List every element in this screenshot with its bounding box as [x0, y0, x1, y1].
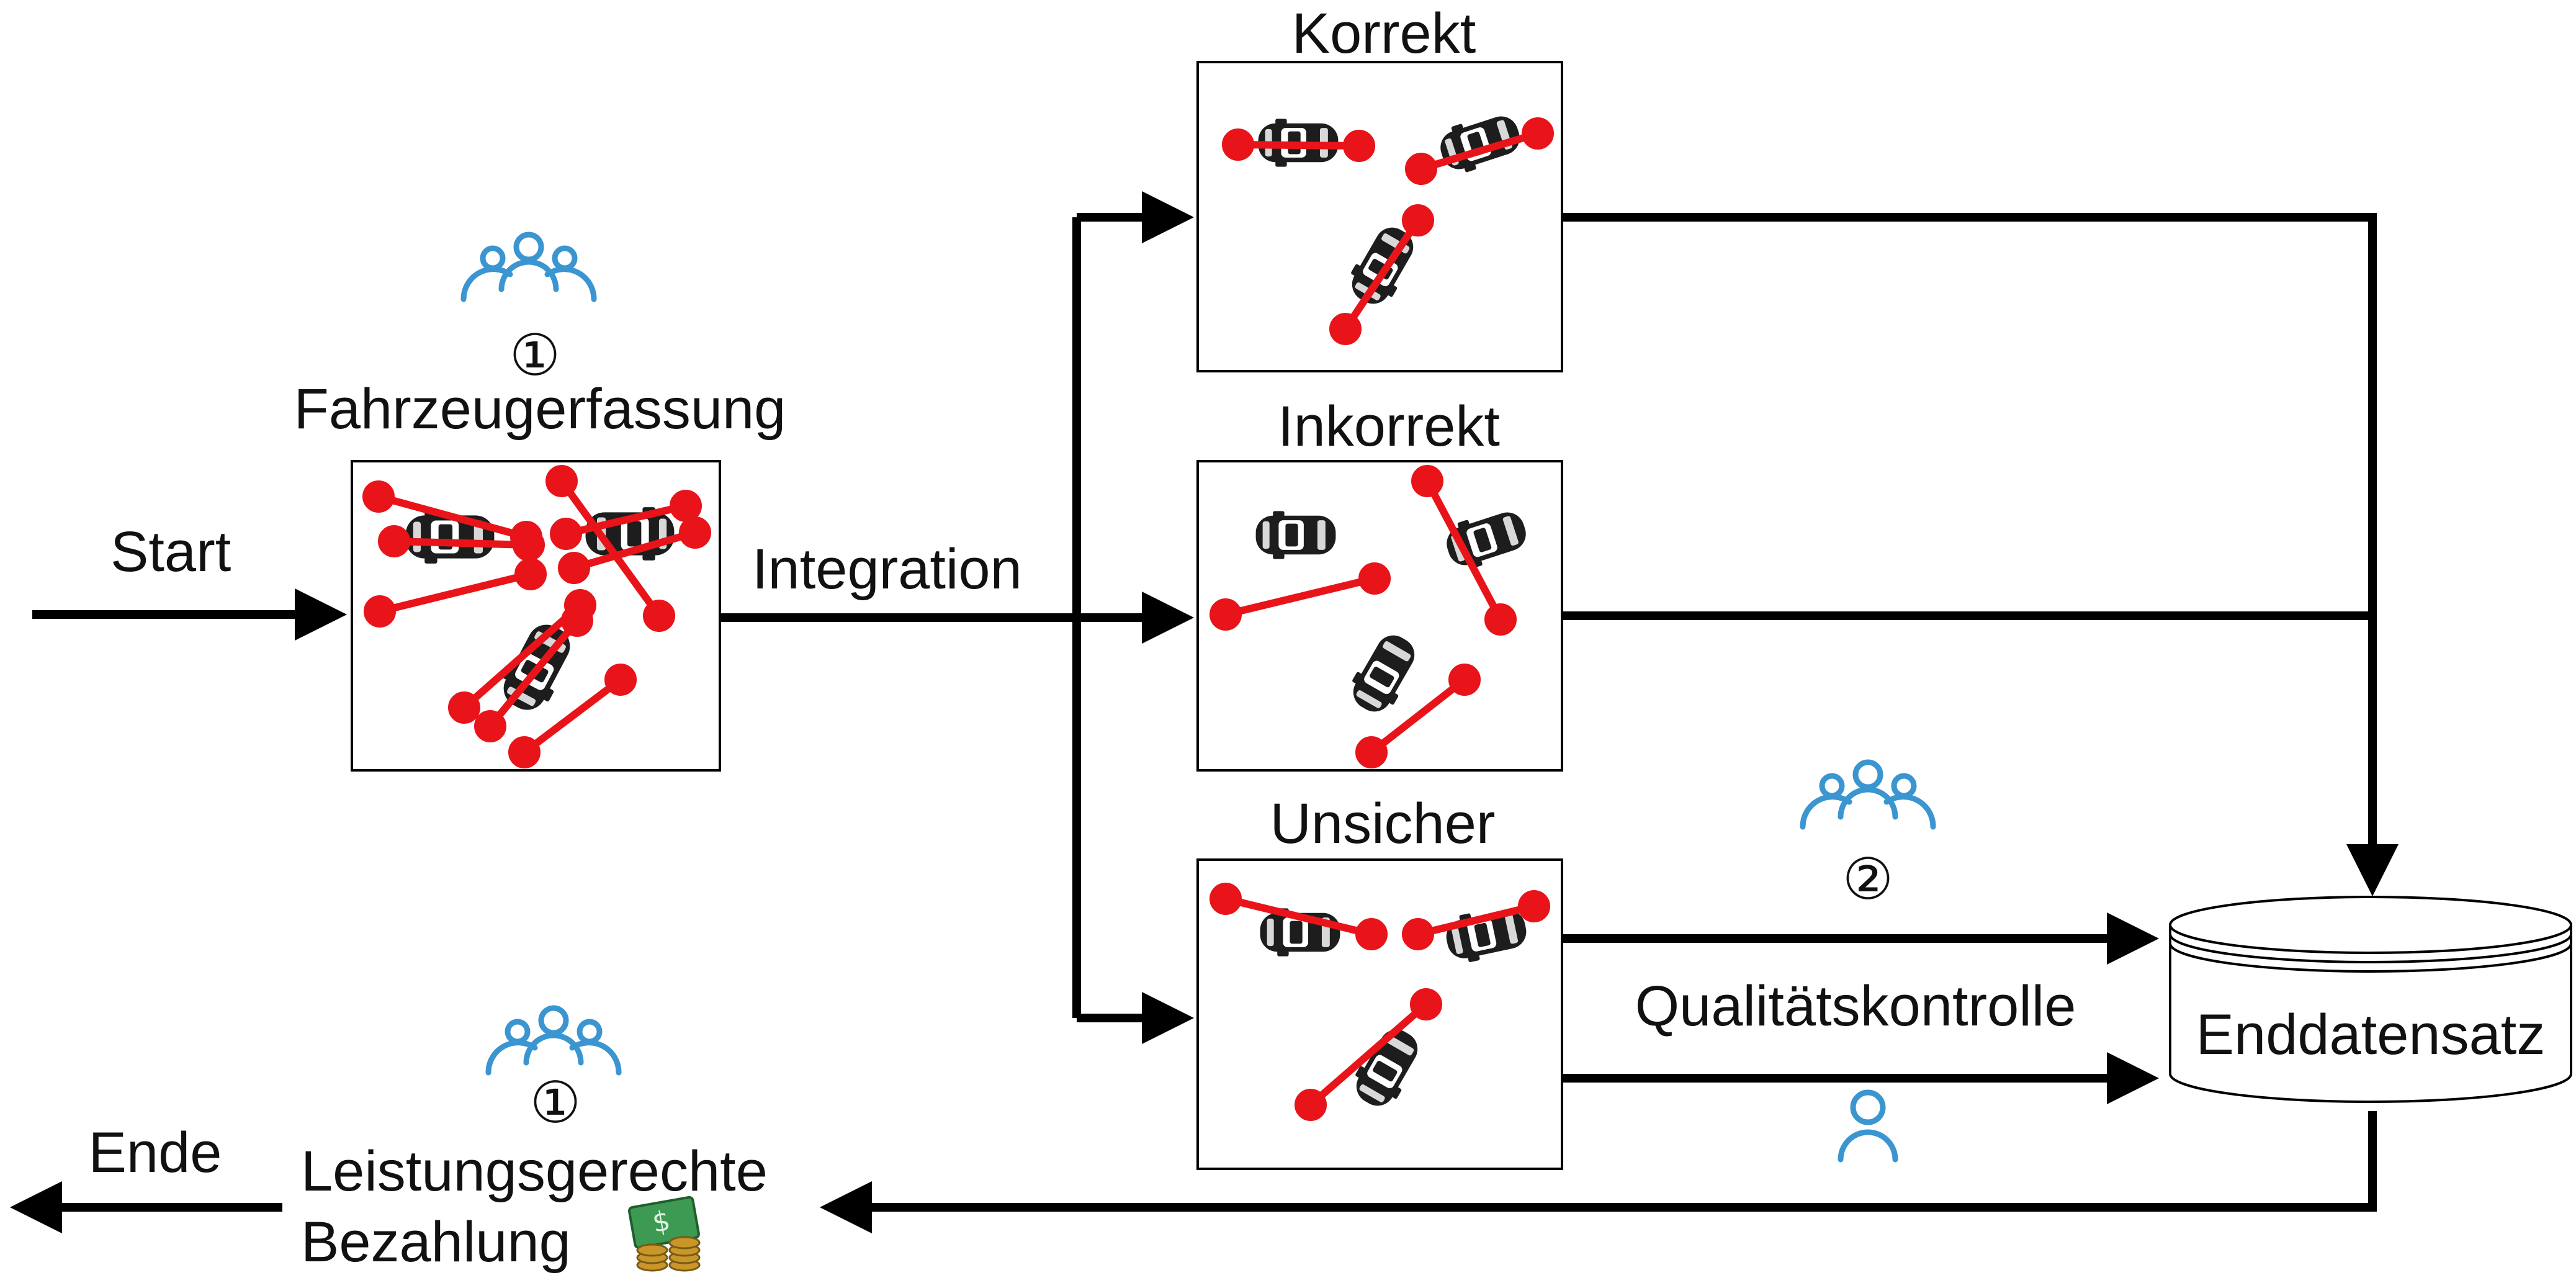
crowd-marker-1: ① — [509, 324, 560, 387]
korrekt-annotations — [1222, 117, 1554, 345]
enddatensatz-to-payment — [820, 1111, 2377, 1233]
korrekt-label: Korrekt — [1292, 2, 1476, 65]
leistungsgerechte-label: Leistungsgerechte — [301, 1140, 768, 1203]
erfassung-annotations — [362, 465, 711, 768]
car-icon — [1255, 511, 1336, 559]
unsicher-label: Unsicher — [1270, 792, 1495, 855]
unsicher-box — [1196, 858, 1563, 1170]
person-icon — [1841, 1092, 1895, 1160]
fahrzeugerfassung-label: Fahrzeugerfassung — [294, 377, 786, 441]
bezahlung-label: Bezahlung — [301, 1210, 571, 1274]
enddatensatz-label: Enddatensatz — [2196, 1003, 2546, 1066]
start-label: Start — [110, 520, 231, 583]
inkorrekt-label: Inkorrekt — [1278, 395, 1500, 458]
erfassung-box — [351, 460, 721, 772]
connectors — [10, 191, 2399, 1233]
unsicher-annotations — [1209, 883, 1550, 1121]
crowd-marker-3: ① — [530, 1071, 581, 1135]
money-icon: $ — [627, 1196, 701, 1272]
group-icon — [488, 1008, 619, 1073]
integration-label: Integration — [752, 538, 1022, 601]
crowd-marker-2: ② — [1842, 848, 1893, 911]
korrekt-to-enddatensatz — [1562, 213, 2399, 896]
ende-label: Ende — [89, 1121, 222, 1184]
inkorrekt-box — [1196, 460, 1563, 772]
korrekt-box — [1196, 61, 1563, 372]
enddatensatz-database — [2169, 896, 2572, 1103]
group-icon — [464, 235, 594, 299]
group-icon — [1803, 762, 1933, 827]
qualitaetskontrolle-label: Qualitätskontrolle — [1635, 975, 2076, 1038]
inkorrekt-annotations — [1209, 465, 1517, 768]
